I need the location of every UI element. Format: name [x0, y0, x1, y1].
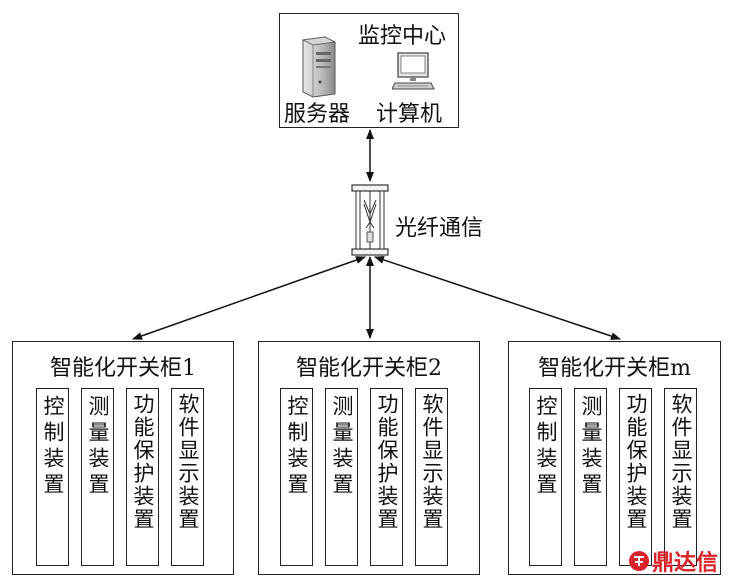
link-fiber-cabinet-1 — [132, 256, 366, 340]
fiber-optic-icon — [351, 184, 389, 256]
device-label: 功能保护装置 — [131, 393, 155, 531]
watermark-text: 鼎达信 — [652, 551, 719, 576]
device-label: 控制装置 — [41, 395, 65, 499]
device-label: 软件显示装置 — [420, 393, 444, 531]
cabinet-title: 智能化开关柜m — [538, 356, 691, 381]
device-control: 控制装置 — [36, 388, 69, 566]
cabinet-box-m: 智能化开关柜m 控制装置 测量装置 功能保护装置 软件显示装置 — [508, 341, 721, 575]
device-label: 测量装置 — [330, 395, 354, 499]
device-label: 软件显示装置 — [669, 393, 693, 531]
device-protection: 功能保护装置 — [619, 388, 652, 566]
device-protection: 功能保护装置 — [126, 388, 159, 566]
device-label: 功能保护装置 — [624, 393, 648, 531]
link-fiber-cabinet-m — [374, 256, 621, 340]
server-icon — [301, 36, 337, 98]
device-measurement: 测量装置 — [325, 388, 358, 566]
monitoring-center-title: 监控中心 — [358, 24, 447, 49]
monitoring-center-box: 监控中心 服务器 计算机 — [279, 13, 459, 128]
device-label: 控制装置 — [285, 395, 309, 499]
computer-icon — [392, 52, 435, 90]
device-protection: 功能保护装置 — [370, 388, 403, 566]
device-label: 软件显示装置 — [176, 393, 200, 531]
device-control: 控制装置 — [529, 388, 562, 566]
device-label: 控制装置 — [534, 395, 558, 499]
cabinet-box-2: 智能化开关柜2 控制装置 测量装置 功能保护装置 软件显示装置 — [258, 341, 480, 575]
device-control: 控制装置 — [280, 388, 313, 566]
fiber-communication-label: 光纤通信 — [395, 216, 484, 241]
cabinet-box-1: 智能化开关柜1 控制装置 测量装置 功能保护装置 软件显示装置 — [12, 341, 234, 575]
watermark-logo-icon — [629, 551, 649, 571]
device-software-display: 软件显示装置 — [415, 388, 448, 566]
computer-label: 计算机 — [376, 102, 443, 127]
device-software-display: 软件显示装置 — [171, 388, 204, 566]
watermark: 鼎达信 — [628, 545, 718, 577]
device-label: 功能保护装置 — [375, 393, 399, 531]
device-measurement: 测量装置 — [81, 388, 114, 566]
device-measurement: 测量装置 — [574, 388, 607, 566]
cabinet-title: 智能化开关柜2 — [296, 356, 442, 381]
device-label: 测量装置 — [579, 395, 603, 499]
cabinet-title: 智能化开关柜1 — [50, 356, 196, 381]
device-software-display: 软件显示装置 — [664, 388, 697, 566]
device-label: 测量装置 — [86, 395, 110, 499]
server-label: 服务器 — [284, 102, 351, 127]
